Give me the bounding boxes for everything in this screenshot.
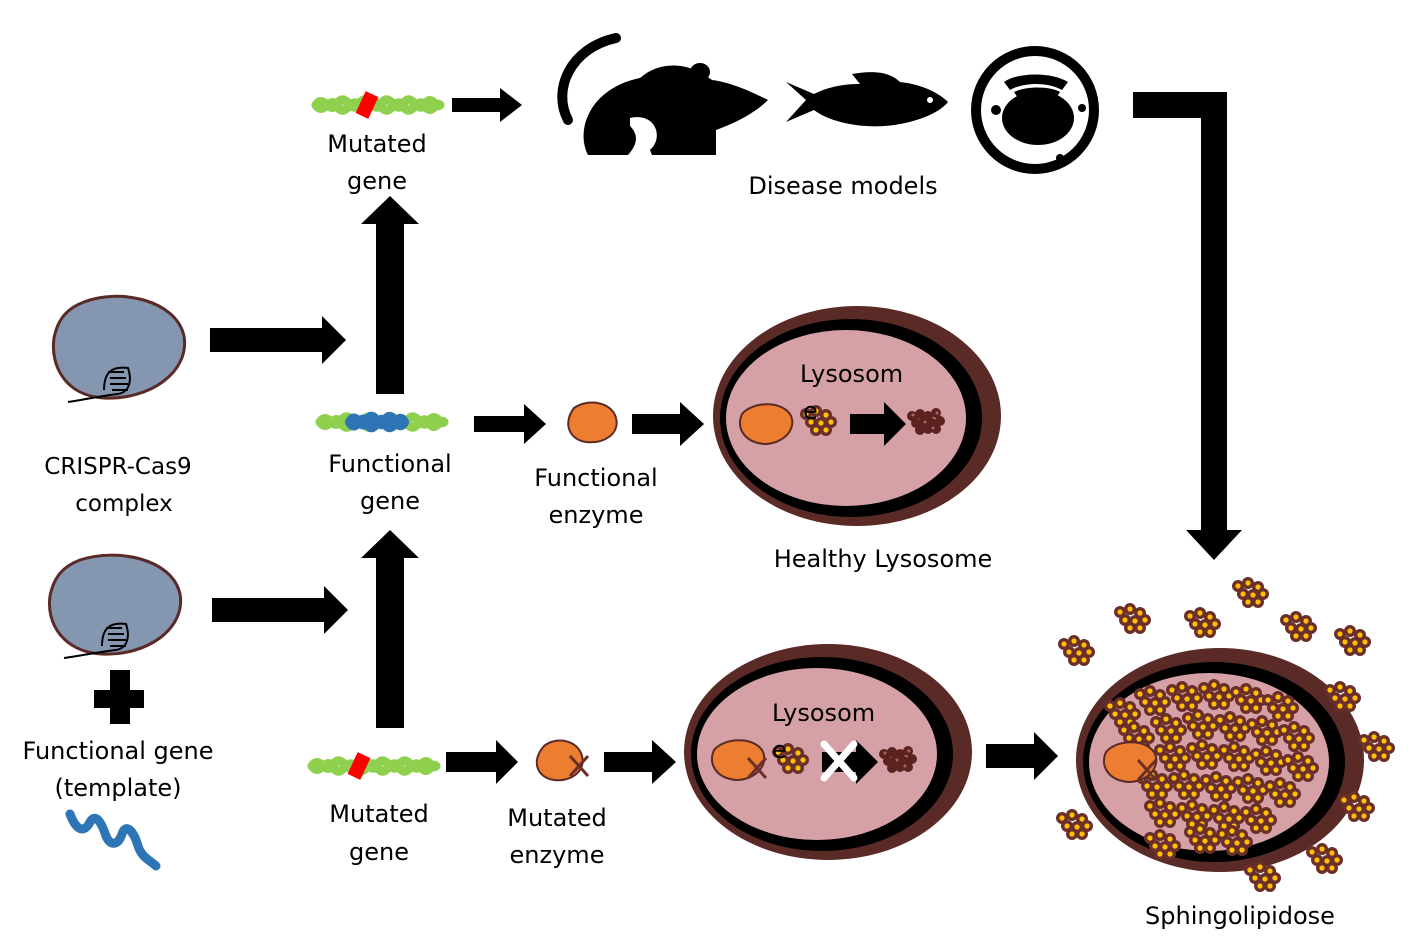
lysosome-diseased-label-2: e	[772, 736, 787, 764]
mutated-enzyme-icon	[535, 739, 590, 782]
template-label-1: Functional gene	[22, 737, 213, 765]
arrow-functional-gene-to-enzyme	[474, 404, 546, 444]
mutated-gene-bottom-label-2: gene	[349, 838, 409, 866]
functional-gene-label-1: Functional	[328, 450, 451, 478]
arrow-gene-to-models	[452, 88, 522, 122]
lysosome-healthy-label-2: e	[803, 397, 818, 425]
block-x-icon	[820, 740, 858, 782]
sphingolipidose-label: Sphingolipidose	[1145, 902, 1335, 930]
arrow-mutated-gene-to-enzyme	[446, 740, 518, 784]
healthy-lysosome-label: Healthy Lysosome	[774, 545, 993, 573]
diseased-lysosome-icon	[684, 644, 972, 860]
lysosome-healthy-label-1: Lysosom	[800, 360, 903, 388]
mouse-icon	[557, 33, 768, 155]
lysosome-diseased-label-1: Lysosom	[772, 699, 875, 727]
fish-icon	[786, 72, 948, 127]
mutated-gene-top-label-2: gene	[347, 167, 407, 195]
mutated-gene-top-label-1: Mutated	[327, 130, 426, 158]
cell-icon	[971, 46, 1099, 174]
healthy-lysosome-icon	[713, 306, 1001, 526]
dna-template-icon	[65, 809, 161, 871]
crispr-label-1: CRISPR-Cas9	[44, 454, 191, 480]
arrow-mutated-enzyme-to-lysosome	[604, 740, 676, 784]
functional-enzyme-label-2: enzyme	[549, 501, 644, 529]
functional-gene-icon	[320, 411, 444, 433]
mutated-gene-top-icon	[316, 91, 440, 119]
mutated-gene-bottom-icon	[312, 752, 436, 780]
mutated-enzyme-label-2: enzyme	[510, 841, 605, 869]
plus-icon	[94, 670, 144, 724]
arrow-functional-to-mutated-top	[361, 196, 419, 394]
crispr-label-2: complex	[75, 491, 172, 517]
functional-gene-label-2: gene	[360, 487, 420, 515]
arrow-crispr-to-functional	[210, 316, 346, 364]
crispr-complex-icon	[51, 294, 187, 403]
sphingolipidose-icon	[1056, 577, 1395, 892]
functional-enzyme-label-1: Functional	[534, 464, 657, 492]
crispr-complex-bottom-icon	[47, 553, 183, 659]
functional-enzyme-icon	[567, 401, 618, 444]
arrow-models-to-sphingolipidose	[1133, 92, 1242, 560]
arrow-crispr-template-to-functional	[212, 586, 348, 634]
mutated-enzyme-label-1: Mutated	[507, 804, 606, 832]
template-label-2: (template)	[54, 774, 181, 802]
arrow-lysosome-to-sphingolipidose	[986, 732, 1058, 780]
arrow-enzyme-to-healthy-lysosome	[632, 402, 704, 446]
disease-models-label: Disease models	[748, 172, 937, 200]
mutated-gene-bottom-label-1: Mutated	[329, 800, 428, 828]
arrow-mutated-bottom-to-functional	[361, 530, 419, 728]
